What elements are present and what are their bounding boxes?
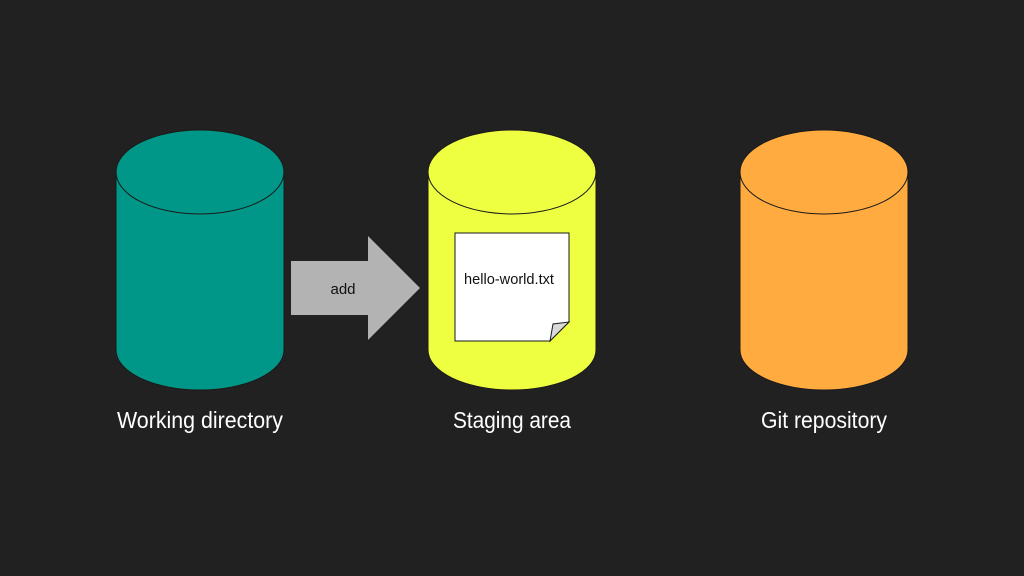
add-arrow: add <box>291 236 420 340</box>
staging-area-cylinder: hello-world.txt Staging area <box>427 129 597 433</box>
git-repository-body <box>739 171 909 391</box>
working-directory-cylinder: Working directory <box>115 129 285 433</box>
working-directory-body <box>115 171 285 391</box>
working-directory-label: Working directory <box>117 407 283 433</box>
git-repository-label: Git repository <box>761 407 887 433</box>
file-card: hello-world.txt <box>454 232 571 343</box>
git-repository-cylinder: Git repository <box>739 129 909 433</box>
file-fold-icon <box>549 321 571 343</box>
working-directory-top <box>115 129 285 215</box>
add-arrow-label: add <box>330 281 355 298</box>
staging-area-label: Staging area <box>453 407 571 433</box>
add-arrow-shape <box>291 236 420 340</box>
file-name: hello-world.txt <box>464 271 555 288</box>
git-repository-top <box>739 129 909 215</box>
staging-area-top <box>427 129 597 215</box>
